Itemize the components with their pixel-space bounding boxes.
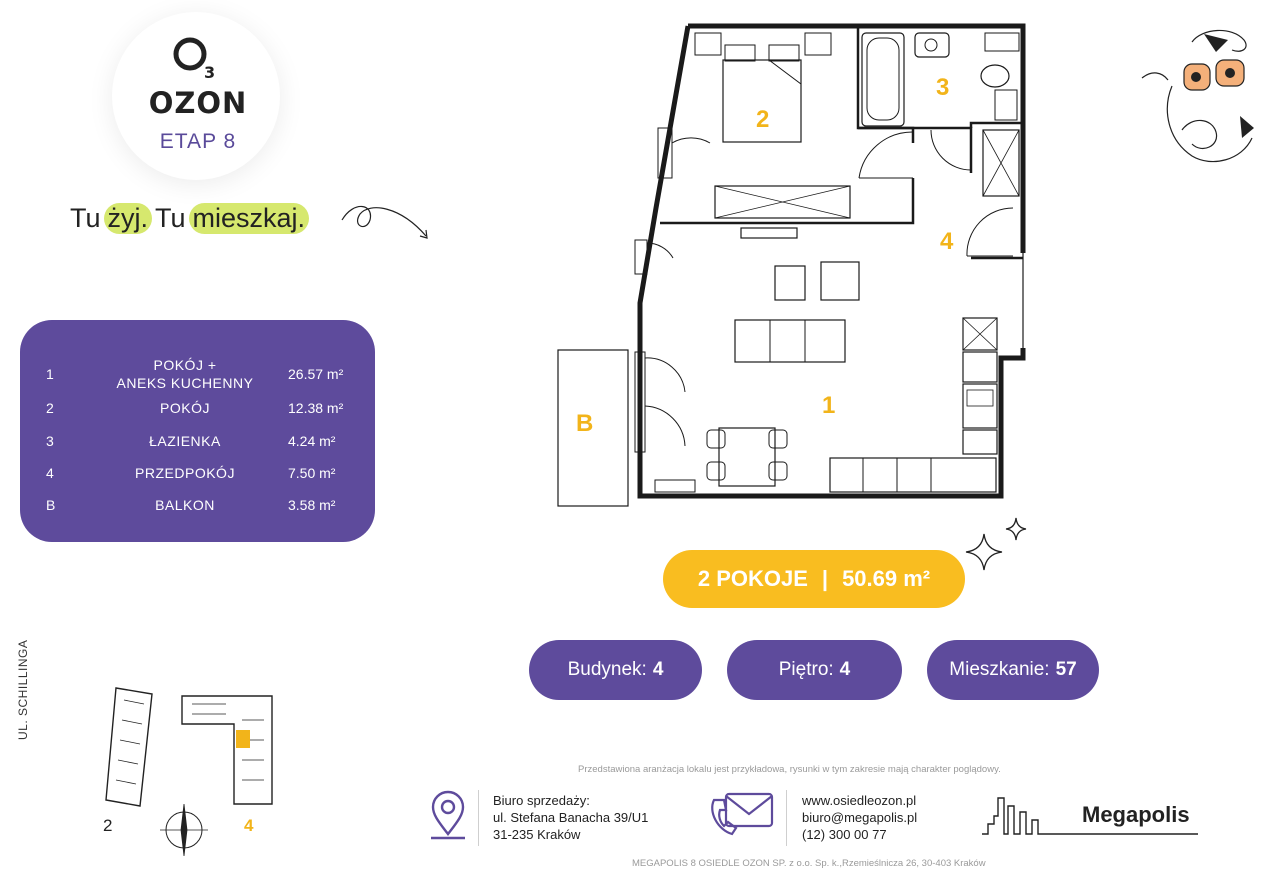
contact-info: www.osiedleozon.pl biuro@megapolis.pl (1… — [802, 792, 917, 843]
building-4-number: 4 — [244, 816, 254, 835]
room-row-5: B BALKON 3.58 m² — [20, 495, 375, 515]
divider — [478, 790, 479, 846]
ozone-logo-icon: 3 — [173, 37, 215, 80]
plan-label-room-4: 4 — [940, 228, 954, 255]
room-name-line-2: ANEKS KUCHENNY — [116, 375, 254, 391]
website-link[interactable]: www.osiedleozon.pl — [802, 793, 917, 808]
room-row-4: 4 PRZEDPOKÓJ 7.50 m² — [20, 463, 375, 483]
shower — [982, 129, 1020, 197]
kitchen-counter — [829, 457, 997, 493]
room-area-table: 1 POKÓJ + ANEKS KUCHENNY 26.57 m² 2 POKÓ… — [20, 320, 375, 542]
slogan-part-4: mieszkaj. — [188, 202, 310, 234]
room-name: PRZEDPOKÓJ — [135, 465, 235, 481]
room-name: BALKON — [155, 497, 215, 513]
building-label: Budynek: — [567, 659, 647, 680]
sales-office: Biuro sprzedaży: ul. Stefana Banacha 39/… — [493, 792, 648, 843]
apartment-summary-badge: 2 POKOJE | 50.69 m² — [663, 550, 965, 608]
slogan: Tu żyj. Tu mieszkaj. — [70, 200, 310, 236]
armchair-1 — [774, 265, 806, 301]
summary-separator: | — [821, 566, 829, 591]
balcony-outline — [557, 349, 629, 507]
company-info: MEGAPOLIS 8 OSIEDLE OZON SP. z o.o. Sp. … — [632, 858, 986, 869]
sink — [962, 383, 998, 429]
armchair-2 — [820, 261, 860, 301]
tv-stand — [740, 227, 798, 239]
office-title: Biuro sprzedaży: — [493, 793, 590, 808]
room-area: 12.38 m² — [288, 400, 344, 416]
room-number: 1 — [46, 366, 54, 382]
phone-number: (12) 300 00 77 — [802, 827, 887, 842]
apartment-value: 57 — [1055, 659, 1077, 680]
building-2-number: 2 — [103, 816, 113, 835]
street-name: UL. SCHILLINGA — [16, 639, 30, 740]
logo-name: OZON — [148, 86, 248, 120]
room-count: 2 POKOJE — [697, 566, 808, 591]
disclaimer: Przedstawiona aranżacja lokalu jest przy… — [578, 764, 1001, 775]
logo-subscript: 3 — [204, 63, 215, 80]
window-bedroom — [657, 127, 673, 179]
plan-label-room-3: 3 — [936, 74, 950, 101]
building-value: 4 — [652, 659, 664, 680]
plan-label-room-2: 2 — [756, 106, 770, 133]
office-city: 31-235 Kraków — [493, 827, 581, 842]
floor-value: 4 — [839, 659, 851, 680]
room-area: 3.58 m² — [288, 497, 336, 513]
fridge — [962, 317, 998, 351]
location-pin-icon — [431, 790, 465, 840]
wardrobe — [714, 185, 851, 219]
radiator — [654, 479, 696, 493]
swirl-arrow-icon — [341, 205, 428, 239]
room-number: 2 — [46, 400, 54, 416]
bathtub — [861, 32, 905, 127]
apartment-location-marker — [236, 730, 250, 748]
phone-mail-icon — [711, 792, 774, 836]
room-area: 26.57 m² — [288, 366, 344, 382]
room-number: 3 — [46, 433, 54, 449]
floor-pill: Piętro: 4 — [727, 640, 902, 700]
slogan-part-3: Tu — [155, 202, 186, 233]
email-link[interactable]: biuro@megapolis.pl — [802, 810, 918, 825]
sofa — [734, 319, 846, 363]
room-name: POKÓJ + ANEKS KUCHENNY — [90, 356, 280, 392]
apartment-pill: Mieszkanie: 57 — [927, 640, 1099, 700]
developer-name: Megapolis — [1082, 802, 1190, 827]
room-name: POKÓJ — [160, 400, 210, 416]
site-map — [105, 687, 273, 857]
room-number: B — [46, 497, 56, 513]
window-living — [634, 239, 648, 275]
divider — [786, 790, 787, 846]
plan-label-balcony: B — [576, 410, 594, 437]
sparkle-icon — [965, 517, 1027, 571]
plan-label-room-1: 1 — [822, 392, 836, 419]
megapolis-skyline-logo — [982, 797, 1198, 835]
room-row-3: 3 ŁAZIENKA 4.24 m² — [20, 431, 375, 451]
building-pill: Budynek: 4 — [529, 640, 702, 700]
apartment-label: Mieszkanie: — [949, 659, 1050, 680]
room-row-2: 2 POKÓJ 12.38 m² — [20, 398, 375, 418]
room-row-1: 1 POKÓJ + ANEKS KUCHENNY 26.57 m² — [20, 354, 375, 394]
office-address: ul. Stefana Banacha 39/U1 — [493, 810, 649, 825]
room-name: ŁAZIENKA — [149, 433, 221, 449]
slogan-part-1: Tu — [70, 202, 101, 233]
slogan-part-2: żyj. — [103, 202, 153, 234]
cooktop — [962, 429, 998, 455]
building-2-outline — [105, 687, 153, 807]
washbasin — [914, 32, 950, 58]
room-area: 4.24 m² — [288, 433, 336, 449]
room-name-line-1: POKÓJ + — [153, 357, 217, 373]
balcony-door — [634, 351, 646, 453]
room-area: 7.50 m² — [288, 465, 336, 481]
toilet — [980, 64, 1010, 88]
wall-bedroom-south — [660, 178, 915, 225]
room-number: 4 — [46, 465, 54, 481]
floor-label: Piętro: — [778, 659, 834, 680]
dining-table — [718, 427, 776, 487]
outer-walls — [637, 23, 1026, 499]
logo-stage: ETAP 8 — [159, 130, 237, 153]
building-4-outline — [181, 695, 273, 805]
total-area: 50.69 m² — [842, 566, 931, 591]
binoculars-character-icon — [1141, 29, 1254, 163]
floor-plan — [557, 23, 1026, 507]
bed — [722, 59, 802, 143]
